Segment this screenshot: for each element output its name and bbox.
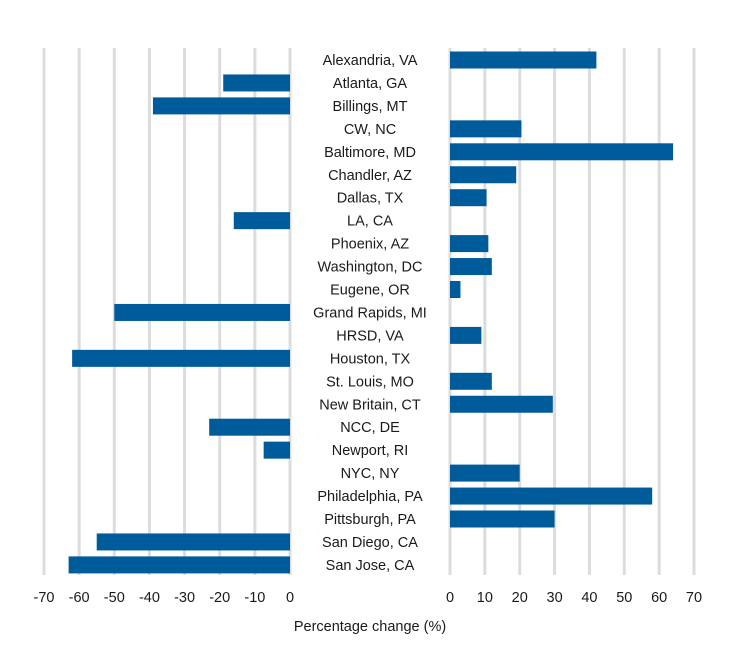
bar-2 [152, 97, 290, 115]
bar-16 [209, 418, 290, 436]
bar-11 [114, 303, 291, 321]
tick-label-pos: 30 [547, 590, 563, 606]
category-label: New Britain, CT [319, 397, 421, 413]
category-label: Grand Rapids, MI [313, 305, 427, 321]
category-label: St. Louis, MO [326, 374, 414, 390]
category-label: Washington, DC [317, 260, 422, 276]
category-label: San Jose, CA [326, 558, 415, 574]
tick-label-neg: -10 [244, 590, 265, 606]
category-labels: Alexandria, VA Atlanta, GA Billings, MT CW,… [313, 53, 427, 574]
tick-label-neg: 0 [286, 590, 294, 606]
category-label: Dallas, TX [337, 191, 404, 207]
bar-14 [450, 372, 492, 390]
tick-label-pos: 0 [446, 590, 454, 606]
bar-6 [450, 189, 487, 207]
tick-label-pos: 10 [477, 590, 493, 606]
bar-20 [450, 510, 555, 528]
category-label: Newport, RI [332, 443, 409, 459]
bar-18 [450, 464, 520, 482]
bar-8 [450, 235, 489, 253]
category-label: Billings, MT [333, 99, 408, 115]
tick-label-neg: -60 [69, 590, 90, 606]
bar-5 [450, 166, 517, 184]
bar-9 [450, 258, 492, 276]
bar-22 [68, 556, 290, 574]
tick-label-pos: 50 [616, 590, 632, 606]
category-label: LA, CA [347, 214, 393, 230]
category-label: Pittsburgh, PA [324, 512, 416, 528]
tick-label-pos: 60 [651, 590, 667, 606]
bar-13 [72, 349, 290, 367]
category-label: Eugene, OR [330, 283, 410, 299]
category-label: Alexandria, VA [323, 53, 418, 69]
bar-15 [450, 395, 553, 413]
bar-21 [96, 533, 290, 551]
category-label: Phoenix, AZ [331, 237, 409, 253]
bar-10 [450, 281, 461, 298]
x-axis-title: Percentage change (%) [294, 619, 446, 635]
tick-label-neg: -70 [34, 590, 55, 606]
category-label: NCC, DE [340, 420, 400, 436]
tick-label-neg: -40 [139, 590, 160, 606]
tick-label-neg: -20 [209, 590, 230, 606]
tick-label-pos: 70 [686, 590, 702, 606]
category-label: Atlanta, GA [333, 76, 407, 92]
tick-label-pos: 20 [512, 590, 528, 606]
bar-1 [223, 74, 290, 92]
bar-7 [233, 212, 290, 230]
bars [68, 51, 674, 574]
category-label: Chandler, AZ [328, 168, 412, 184]
category-label: CW, NC [344, 122, 396, 138]
tick-label-neg: -50 [104, 590, 125, 606]
tick-label-pos: 40 [581, 590, 597, 606]
category-label: Baltimore, MD [324, 145, 416, 161]
bar-4 [450, 143, 674, 161]
category-label: San Diego, CA [322, 535, 418, 551]
tick-labels: -70 -60 -50 -40 -30 -20 -10 0 0 10 20 30 40 50 60 70 [34, 590, 703, 606]
category-label: NYC, NY [341, 466, 400, 482]
bar-0 [450, 51, 597, 69]
bar-3 [450, 120, 522, 138]
category-label: HRSD, VA [336, 328, 404, 344]
category-label: Philadelphia, PA [317, 489, 423, 505]
bar-19 [450, 487, 653, 505]
tick-label-neg: -30 [174, 590, 195, 606]
bar-17 [263, 441, 290, 459]
category-label: Houston, TX [330, 351, 411, 367]
bar-12 [450, 326, 482, 344]
